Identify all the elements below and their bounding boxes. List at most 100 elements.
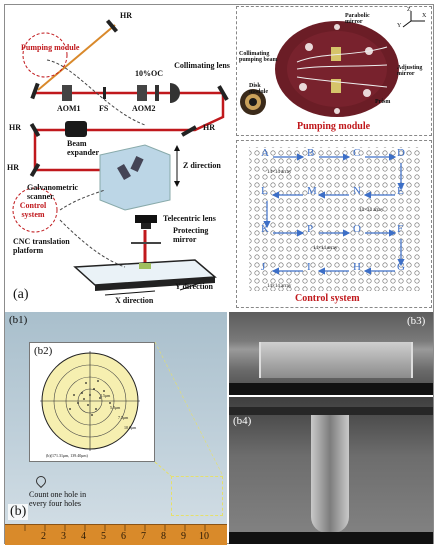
ruler-num-7: 7	[141, 531, 146, 542]
sem-b4-info-bar	[229, 532, 433, 544]
panel-a-tag: (a)	[13, 287, 29, 302]
label-cnc-platform: CNC translation platform	[13, 237, 70, 255]
node-j: J	[261, 261, 266, 273]
oc-mirror	[155, 85, 159, 101]
node-b: B	[307, 147, 315, 159]
hr-mirror-left-lower	[29, 122, 41, 138]
sem-b3-info-bar	[229, 383, 433, 395]
axis-x-label: X	[422, 13, 427, 19]
ruler-ticks	[24, 525, 206, 531]
node-a: A	[261, 147, 269, 159]
pumping-module-circle	[22, 32, 68, 78]
panel-b3-sem: (b3)	[229, 312, 433, 395]
label-adjusting-mirror: Adjusting mirror	[397, 65, 423, 77]
aom2-crystal	[137, 85, 147, 101]
node-i: I	[307, 261, 311, 273]
label-control-system: Control system	[19, 201, 47, 219]
label-collimating-pumping-beam: Collimating pumping beam	[239, 51, 278, 63]
sem-b4-hole	[311, 413, 349, 533]
sem-b3-trench	[259, 342, 413, 378]
label-hr-left: HR	[9, 123, 21, 132]
panel-b3-tag: (b3)	[407, 315, 426, 327]
label-telecentric-lens: Telecentric lens	[163, 214, 216, 223]
control-system-title: Control system	[295, 293, 360, 304]
ruler-num-9: 9	[181, 531, 186, 542]
ring-label-3: 7.5μm	[118, 415, 129, 420]
pump-beam	[37, 24, 116, 91]
aom1-crystal	[62, 85, 72, 101]
label-disk-module: Disk module	[249, 83, 269, 95]
pumping-module-inset: Parabolic mirror Collimating pumping bea…	[236, 6, 432, 136]
label-protecting-mirror: Protecting mirror	[173, 226, 209, 244]
panel-b4-tag: (b4)	[233, 415, 252, 427]
panel-b4-sem: (b4)	[229, 397, 433, 544]
panel-b1-plate: (b1) (b2) 2.5μm 5.0μm 7.5μm 10.0μm (b)(1…	[5, 312, 227, 545]
label-fs: FS	[99, 104, 109, 113]
array-label-3: 14×14 array	[313, 246, 338, 251]
array-label-1: 14×14 array	[267, 170, 292, 175]
control-system-circle	[12, 187, 58, 233]
node-e: E	[397, 185, 404, 197]
ring-label-1: 2.5μm	[100, 393, 111, 398]
ruler-num-6: 6	[121, 531, 126, 542]
workpiece	[139, 263, 151, 269]
control-grid-drawing	[249, 147, 421, 291]
array-label-2: 14×14 array	[359, 208, 384, 213]
label-beam-expander: Beam expander	[67, 139, 99, 157]
prism-bottom	[331, 79, 341, 93]
panel-b1-tag: (b1)	[9, 314, 28, 326]
node-l: L	[261, 185, 268, 197]
label-hr-top: HR	[120, 11, 132, 20]
position-error-plot	[40, 351, 140, 451]
ruler: 2 3 4 5 6 7 8 9 10	[5, 524, 227, 545]
node-p: P	[307, 223, 314, 235]
label-prism: Prism	[375, 99, 391, 105]
hole-array	[249, 147, 421, 291]
node-o: O	[353, 223, 361, 235]
ring-label-2: 5.0μm	[110, 405, 121, 410]
laser-beam-path	[33, 91, 225, 172]
hr-mirror-top	[105, 19, 119, 33]
label-x-direction: X direction	[115, 296, 154, 305]
beam-expander	[65, 121, 87, 137]
label-aom2: AOM2	[132, 104, 156, 113]
zoom-region-box	[171, 476, 223, 516]
label-collimating-lens: Collimating lens	[174, 61, 230, 70]
zoom-connector-lines	[154, 341, 224, 477]
label-oc: 10%OC	[135, 69, 163, 78]
label-galvanometric-scanner: Galvanometric scanner	[27, 183, 79, 201]
telecentric-lens-tip	[141, 223, 151, 229]
ring-label-4: 10.0μm	[124, 425, 137, 430]
galvo-mirror-2	[130, 155, 144, 173]
collimating-lens	[170, 83, 180, 103]
cnc-platform-edge	[95, 277, 215, 291]
prism-top	[331, 47, 341, 61]
control-system-inset: A B C D L M N E K P O F J I H G 14×14 ar…	[236, 140, 432, 308]
label-y-direction: Y direction	[175, 282, 213, 291]
panel-b2-tag: (b2)	[34, 345, 53, 357]
label-pumping-module: Pumping module	[21, 43, 80, 52]
pumping-module-title: Pumping module	[297, 121, 371, 132]
galvo-mirror-1	[117, 163, 131, 181]
telecentric-lens	[135, 215, 157, 223]
hr-mirror-left	[30, 82, 40, 100]
panel-a-setup: HR Pumping module AOM1 FS AOM2 10%OC Col…	[5, 5, 233, 310]
label-parabolic-mirror: Parabolic mirror	[345, 13, 370, 25]
ruler-num-3: 3	[61, 531, 66, 542]
count-note: Count one hole in every four holes	[29, 490, 87, 508]
node-c: C	[353, 147, 361, 159]
fs-element	[103, 87, 106, 99]
node-d: D	[397, 147, 405, 159]
optical-setup-diagram	[12, 19, 229, 296]
hr-mirror-mid	[181, 125, 197, 137]
ruler-num-4: 4	[81, 531, 86, 542]
panel-b-tag: (b)	[8, 504, 29, 520]
axis-y-label: Y	[397, 23, 402, 29]
node-f: F	[397, 223, 404, 235]
hr-mirror-bottom	[29, 162, 41, 178]
ruler-num-2: 2	[41, 531, 46, 542]
pumping-module-drawing	[240, 11, 425, 117]
node-k: K	[261, 223, 269, 235]
label-z-direction: Z direction	[183, 161, 221, 170]
node-n: N	[353, 185, 361, 197]
